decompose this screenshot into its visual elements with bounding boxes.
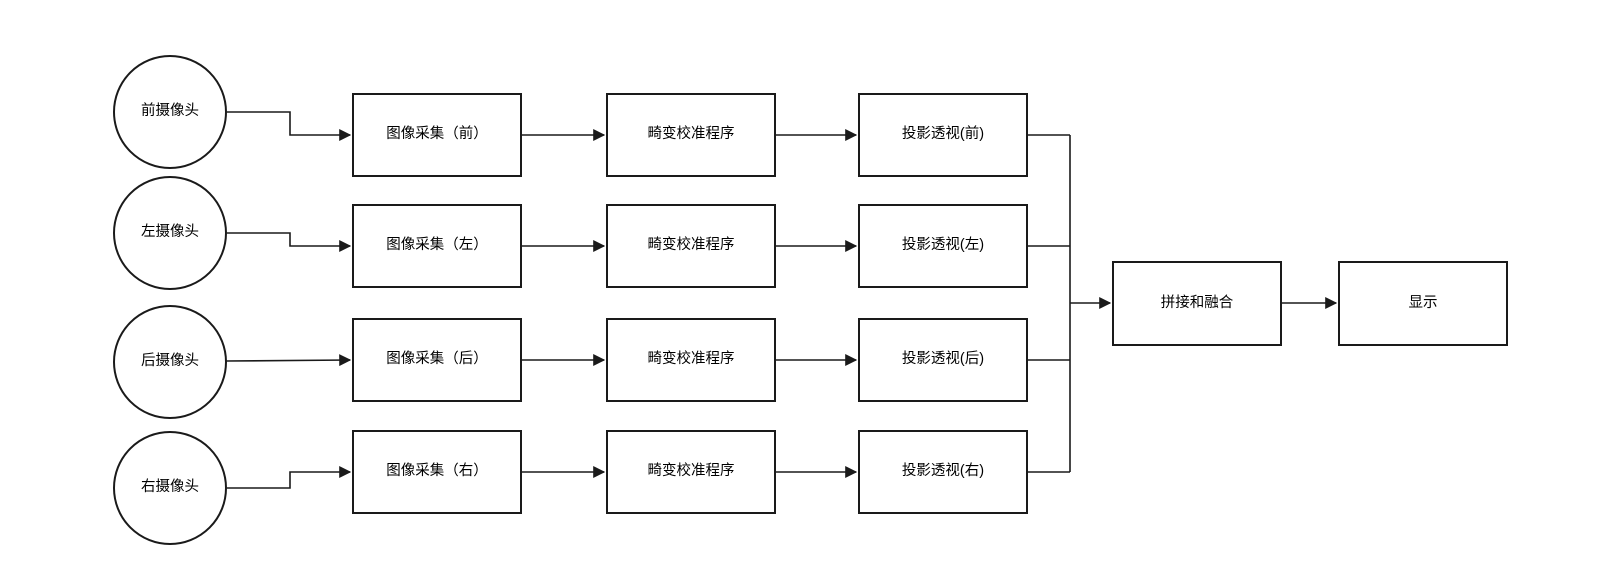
calibration-node-front: 畸变校准程序 (606, 93, 776, 177)
projection-node-front-label: 投影透视(前) (901, 126, 985, 143)
capture-node-rear-label: 图像采集（后） (386, 351, 488, 368)
capture-node-front-label: 图像采集（前） (386, 126, 488, 143)
capture-node-front: 图像采集（前） (352, 93, 522, 177)
projection-node-left: 投影透视(左) (858, 204, 1028, 288)
calibration-node-right: 畸变校准程序 (606, 430, 776, 514)
calibration-node-left-label: 畸变校准程序 (647, 237, 735, 254)
projection-node-right-label: 投影透视(右) (901, 463, 985, 480)
display-node-label: 显示 (1408, 294, 1438, 311)
calibration-node-front-label: 畸变校准程序 (647, 126, 735, 143)
edge-camera-capture-left (227, 232, 352, 252)
camera-node-left: 左摄像头 (113, 176, 227, 290)
camera-node-front: 前摄像头 (113, 55, 227, 169)
edge-camera-capture-right (227, 466, 352, 489)
calibration-node-rear: 畸变校准程序 (606, 318, 776, 402)
capture-node-left: 图像采集（左） (352, 204, 522, 288)
calibration-node-rear-label: 畸变校准程序 (647, 351, 735, 368)
merge-node: 拼接和融合 (1112, 261, 1282, 346)
edge-camera-capture-front (227, 111, 352, 141)
camera-node-rear-label: 后摄像头 (141, 353, 199, 370)
capture-node-left-label: 图像采集（左） (386, 237, 488, 254)
projection-node-left-label: 投影透视(左) (901, 237, 985, 254)
capture-node-right: 图像采集（右） (352, 430, 522, 514)
calibration-node-left: 畸变校准程序 (606, 204, 776, 288)
camera-node-front-label: 前摄像头 (141, 103, 199, 120)
merge-node-label: 拼接和融合 (1160, 294, 1234, 311)
capture-node-right-label: 图像采集（右） (386, 463, 488, 480)
projection-node-front: 投影透视(前) (858, 93, 1028, 177)
camera-node-right-label: 右摄像头 (141, 479, 199, 496)
projection-node-rear-label: 投影透视(后) (901, 351, 985, 368)
projection-node-rear: 投影透视(后) (858, 318, 1028, 402)
camera-node-rear: 后摄像头 (113, 305, 227, 419)
camera-node-left-label: 左摄像头 (141, 224, 199, 241)
calibration-node-right-label: 畸变校准程序 (647, 463, 735, 480)
camera-node-right: 右摄像头 (113, 431, 227, 545)
capture-node-rear: 图像采集（后） (352, 318, 522, 402)
edge-camera-capture-rear (225, 354, 352, 367)
projection-node-right: 投影透视(右) (858, 430, 1028, 514)
display-node: 显示 (1338, 261, 1508, 346)
